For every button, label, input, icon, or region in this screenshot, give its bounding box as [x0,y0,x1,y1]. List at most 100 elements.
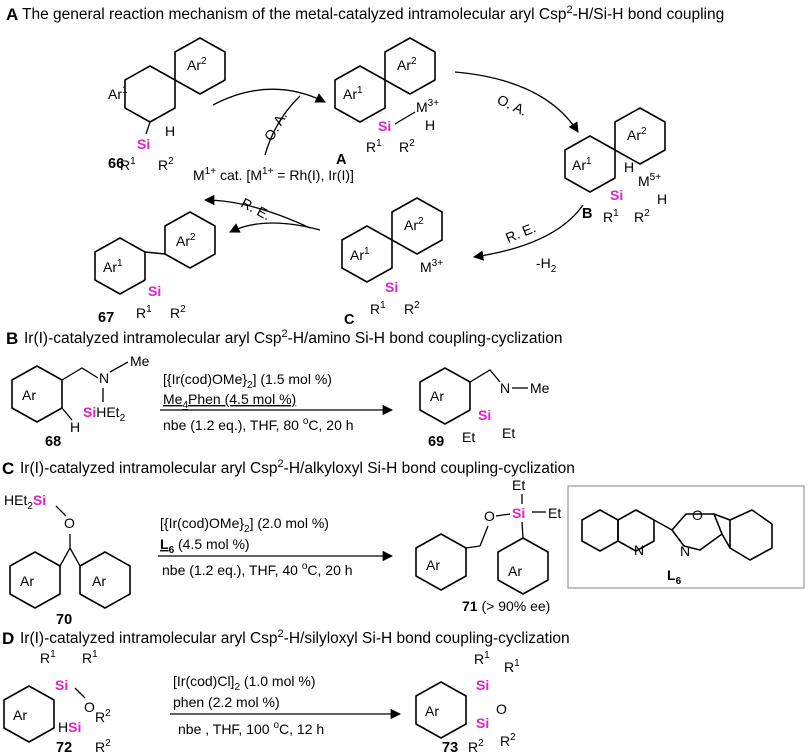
section-letter: B [6,329,18,348]
svg-text:Ar: Ar [92,573,106,589]
arrow-re2 [472,204,584,261]
svg-text:M3+: M3+ [420,258,443,275]
svg-text:R1: R1 [40,649,56,666]
svg-text:M5+: M5+ [638,172,661,189]
section-letter: D [2,629,14,648]
svg-text:H: H [70,419,80,435]
svg-text:R1: R1 [504,658,520,675]
svg-text:R1: R1 [136,304,152,321]
section-a-header: A The general reaction mechanism of the … [6,4,724,24]
svg-text:R1: R1 [370,300,386,317]
section-title: The general reaction mechanism of the me… [22,4,724,23]
svg-text:73: 73 [442,740,458,756]
svg-text:nbe (1.2 eq.), THF, 40 oC, 20: nbe (1.2 eq.), THF, 40 oC, 20 h [162,561,353,578]
section-letter: A [6,5,18,24]
conditions-c: [{Ir(cod)OMe}2] (2.0 mol %) L6 (4.5 mol … [158,515,394,578]
svg-text:Si: Si [476,677,489,693]
svg-text:R2: R2 [170,304,186,321]
arrow-oa1 [212,88,326,106]
svg-text:R1: R1 [474,650,490,667]
svg-text:R2: R2 [500,732,516,749]
svg-text:[{Ir(cod)OMe}2] (2.0 mol %): [{Ir(cod)OMe}2] (2.0 mol %) [160,515,329,535]
svg-text:Ar2: Ar2 [397,56,417,73]
svg-text:L6: L6 [667,567,682,587]
svg-text:N: N [500,380,510,396]
svg-text:Ar1: Ar1 [350,246,370,263]
step-label: O. A. [495,91,530,119]
svg-text:L6 (4.5 mol %): L6 (4.5 mol %) [160,536,250,556]
structure-71: Et Si Et O Ar Ar 71 (> 90% ee) [415,477,561,614]
intermediate-label: A [336,152,347,168]
compound-label: 66 [108,156,124,172]
structure-66: Ar1 Ar2 Si H R1 R2 66 [108,37,226,173]
structure-68: Ar N Me SiHEt2 H 68 [11,353,150,450]
svg-text:71 (> 90% ee): 71 (> 90% ee) [462,598,550,614]
svg-text:Et: Et [462,429,475,445]
svg-text:[{Ir(cod)OMe}2] (1.5 mol %): [{Ir(cod)OMe}2] (1.5 mol %) [163,371,332,391]
svg-text:69: 69 [428,434,444,450]
svg-text:M3+: M3+ [416,98,439,115]
svg-text:Si: Si [378,118,391,134]
svg-text:nbe , THF, 100 oC, 12 h: nbe , THF, 100 oC, 12 h [178,720,324,737]
svg-text:HSi: HSi [58,719,81,735]
svg-text:O: O [692,507,703,523]
arrow-re1 [229,222,321,233]
svg-text:H: H [657,191,667,207]
svg-text:Si: Si [148,283,161,299]
svg-text:SiHEt2: SiHEt2 [83,404,126,424]
svg-text:H: H [425,117,435,133]
intermediate-c: Ar1 Ar2 Si M3+ R1 R2 C [341,197,443,328]
conditions-b: [{Ir(cod)OMe}2] (1.5 mol %) Me4Phen (4.5… [160,371,394,433]
svg-text:Ar: Ar [426,557,440,573]
intermediate-b: Ar1 Ar2 Si M5+ H H R1 R2 B [564,107,667,225]
svg-text:R1: R1 [366,138,382,155]
svg-text:Ar: Ar [20,573,34,589]
compound-label: 67 [98,310,114,326]
section-title: Ir(I)-catalyzed intramolecular aryl Csp2… [24,328,563,347]
intermediate-a: Ar1 Ar2 Si M3+ H R1 R2 A [334,37,439,168]
svg-text:Et: Et [502,425,515,441]
svg-text:Et: Et [512,477,525,493]
svg-text:Si: Si [476,715,489,731]
svg-text:Et: Et [548,505,561,521]
svg-text:Ar: Ar [508,563,522,579]
section-title: Ir(I)-catalyzed intramolecular aryl Csp2… [20,628,570,647]
svg-text:Ar1: Ar1 [103,258,123,275]
structure-67: Ar1 Ar2 Si R1 R2 67 [94,211,216,326]
svg-text:O: O [84,699,95,715]
structure-73: R1 R1 Si O Si Ar R2 R2 73 [415,650,520,756]
svg-text:R2: R2 [158,156,174,173]
arrow-oa1-entry [264,95,301,156]
ligand-l6-box: N O N L6 [567,485,805,589]
svg-text:Me: Me [130,353,150,369]
catalyst-text: M1+ cat. [M1+ = Rh(I), Ir(I)] [193,166,354,183]
svg-text:R1: R1 [603,208,619,225]
svg-text:Ar: Ar [425,703,439,719]
svg-text:Si: Si [385,279,398,295]
section-b-header: B Ir(I)-catalyzed intramolecular aryl Cs… [6,328,563,348]
section-d-header: D Ir(I)-catalyzed intramolecular aryl Cs… [2,628,570,648]
step-label: R. E. [239,195,274,224]
intermediate-label: C [344,312,355,328]
svg-text:O: O [484,508,495,524]
svg-text:68: 68 [45,434,61,450]
svg-text:R2: R2 [399,138,415,155]
svg-text:N: N [634,542,644,558]
svg-text:R2: R2 [404,300,420,317]
svg-text:Ar1: Ar1 [343,85,363,102]
svg-text:R1: R1 [120,156,136,173]
svg-text:R2: R2 [634,208,650,225]
section-c-header: C Ir(I)-catalyzed intramolecular aryl Cs… [2,458,575,478]
conditions-d: [Ir(cod)Cl]2 (1.0 mol %) phen (2.2 mol %… [170,673,402,737]
structure-70: HEt2Si O Ar Ar 70 [4,492,131,628]
svg-text:Me: Me [530,380,550,396]
byproduct-h2: -H2 [536,255,557,275]
svg-text:O: O [64,515,75,531]
svg-text:Ar1: Ar1 [108,85,128,102]
svg-text:Ar2: Ar2 [187,56,207,73]
section-letter: C [2,459,14,478]
svg-text:Ar2: Ar2 [176,232,196,249]
svg-text:Ar2: Ar2 [404,216,424,233]
section-title: Ir(I)-catalyzed intramolecular aryl Csp2… [20,458,575,477]
